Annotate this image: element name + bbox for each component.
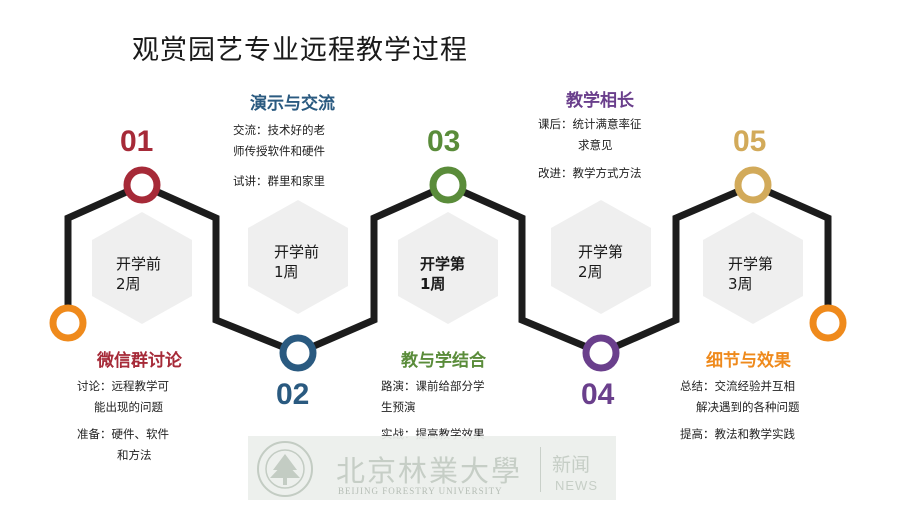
hexagon-label-1-line1: 开学前 [116,255,162,273]
stage-title-4: 教学相长 [566,91,634,111]
stage-number-02: 02 [276,378,310,411]
hexagon-stage-3 [398,212,498,324]
start-node [49,304,87,342]
note-line: 解决遇到的各种问题 [696,400,800,414]
note-line: 生预演 [381,400,416,414]
watermark-divider [540,447,541,492]
hexagon-label-1-line2: 2周 [116,275,141,293]
note-line: 师传授软件和硬件 [233,144,325,158]
stage-notes-5: 总结：交流经验并互相 解决遇到的各种问题 提高：教法和教学实践 [680,376,800,445]
note-line: 和方法 [117,448,152,462]
hexagon-label-5-line2: 3周 [728,275,753,293]
hexagon-label-5: 开学第 3周 [728,254,773,294]
stage-notes-2: 交流：技术好的老 师传授软件和硬件 试讲：群里和家里 [233,120,325,192]
hexagon-stage-2 [248,200,348,314]
university-seal-icon [257,441,313,497]
hexagon-label-1: 开学前 2周 [116,254,161,294]
hexagon-stage-5 [703,212,803,324]
hexagon-label-3: 开学第 1周 [420,254,465,294]
page-title: 观赏园艺专业远程教学过程 [132,35,468,66]
stage-title-1: 微信群讨论 [97,351,182,371]
stage-number-05: 05 [733,125,767,158]
watermark-news-en: NEWS [555,478,598,493]
note-line: 讨论：远程教学可 [77,379,169,393]
note-line: 求意见 [578,138,613,152]
hexagon-label-4-line1: 开学第 [578,243,624,261]
hexagon-label-4-line2: 2周 [578,263,603,281]
hexagon-label-2: 开学前 1周 [274,242,319,282]
end-node [809,304,847,342]
node-05 [734,166,772,204]
hexagon-stage-4 [551,200,651,314]
note-line: 提高：教法和教学实践 [680,427,795,441]
stage-notes-1: 讨论：远程教学可 能出现的问题 准备：硬件、软件 和方法 [77,376,169,466]
stage-title-3: 教与学结合 [401,351,486,371]
stage-title-2: 演示与交流 [250,94,335,114]
hexagon-stage-1 [92,212,192,324]
hexagon-label-4: 开学第 2周 [578,242,623,282]
stage-number-01: 01 [120,125,154,158]
note-line: 总结：交流经验并互相 [680,379,795,393]
note-line: 改进：教学方式方法 [538,166,642,180]
note-line: 准备：硬件、软件 [77,427,169,441]
hexagon-label-3-line2: 1周 [420,275,446,293]
node-04 [582,334,620,372]
watermark-name: 北京林業大學 [336,454,523,488]
stage-notes-4: 课后：统计满意率征 求意见 改进：教学方式方法 [538,114,642,184]
note-line: 课后：统计满意率征 [538,117,642,131]
note-line: 路演：课前给部分学 [381,379,485,393]
hexagon-label-3-line1: 开学第 [420,255,466,273]
hexagon-label-2-line1: 开学前 [274,243,320,261]
node-01 [123,166,161,204]
node-03 [429,166,467,204]
stage-title-5: 细节与效果 [706,351,791,371]
watermark-english: BEIJING FORESTRY UNIVERSITY [338,486,503,496]
stage-number-04: 04 [581,378,615,411]
watermark-banner [248,436,616,500]
node-02 [279,334,317,372]
stage-notes-3: 路演：课前给部分学 生预演 实战：提高教学效果 [381,376,485,445]
note-line: 能出现的问题 [94,400,163,414]
hexagon-label-5-line1: 开学第 [728,255,774,273]
hexagon-label-2-line2: 1周 [274,263,299,281]
note-line: 交流：技术好的老 [233,123,325,137]
note-line: 试讲：群里和家里 [233,174,325,188]
watermark-news: 新闻 [552,454,591,476]
stage-number-03: 03 [427,125,461,158]
